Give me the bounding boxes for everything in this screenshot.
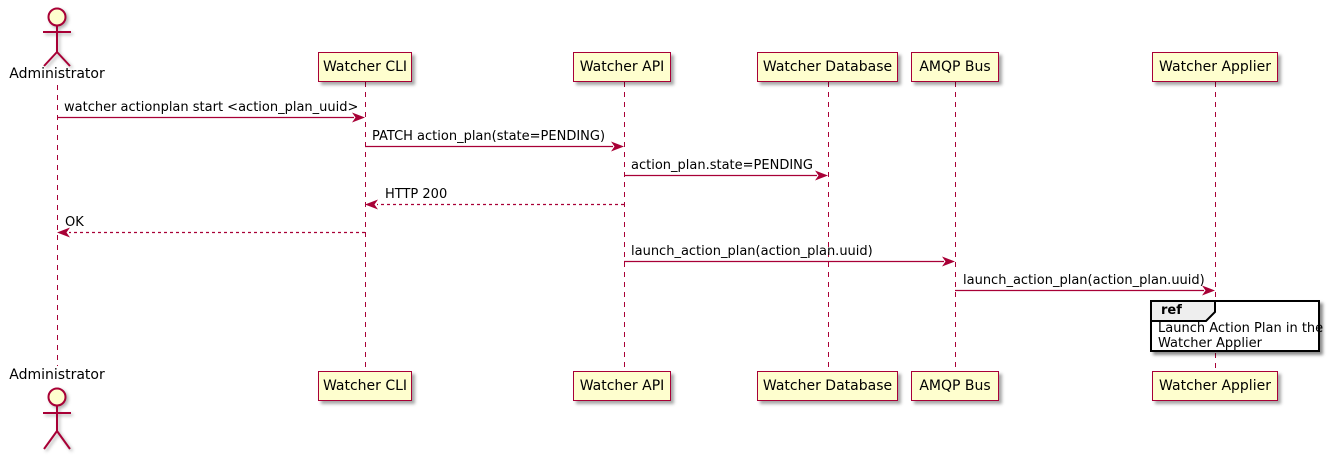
participant-amqp-bus-top: AMQP Bus [911, 52, 999, 82]
message-label-4: HTTP 200 [385, 187, 448, 202]
participant-watcher-applier-top: Watcher Applier [1152, 52, 1278, 82]
ref-keyword: ref [1161, 303, 1182, 318]
message-label-6: launch_action_plan(action_plan.uuid) [631, 244, 873, 259]
participant-watcher-database-bottom: Watcher Database [757, 371, 898, 401]
message-arrow-7 [955, 285, 1215, 296]
message-arrow-2 [365, 141, 624, 152]
message-label-7: launch_action_plan(action_plan.uuid) [963, 273, 1205, 288]
message-label-2: PATCH action_plan(state=PENDING) [372, 129, 606, 144]
ref-content: Launch Action Plan in the Watcher Applie… [1158, 321, 1323, 351]
message-arrow-4 [365, 199, 624, 210]
participant-watcher-cli-top: Watcher CLI [318, 52, 412, 82]
participant-amqp-bus-bottom: AMQP Bus [911, 371, 999, 401]
message-arrow-1 [57, 112, 365, 123]
actor-label-top: Administrator [9, 66, 105, 82]
message-arrow-6 [624, 256, 955, 267]
participant-watcher-api-top: Watcher API [573, 52, 671, 82]
ref-fragment: ref Launch Action Plan in the Watcher Ap… [1150, 300, 1323, 352]
ref-line2: Watcher Applier [1158, 336, 1262, 351]
participant-watcher-api-bottom: Watcher API [573, 371, 671, 401]
ref-tag-shape [1150, 300, 1216, 322]
participant-watcher-database-top: Watcher Database [757, 52, 898, 82]
actor-label-bottom: Administrator [9, 367, 105, 383]
participant-watcher-cli-bottom: Watcher CLI [318, 371, 412, 401]
actor-figure-bottom [43, 387, 71, 450]
participant-watcher-applier-bottom: Watcher Applier [1152, 371, 1278, 401]
ref-line1: Launch Action Plan in the [1158, 321, 1324, 336]
message-label-5: OK [65, 215, 84, 230]
message-arrow-3 [624, 170, 828, 181]
message-arrow-5 [57, 227, 365, 238]
message-label-1: watcher actionplan start <action_plan_uu… [64, 100, 359, 115]
message-label-3: action_plan.state=PENDING [631, 158, 813, 173]
actor-figure-top [43, 7, 71, 67]
